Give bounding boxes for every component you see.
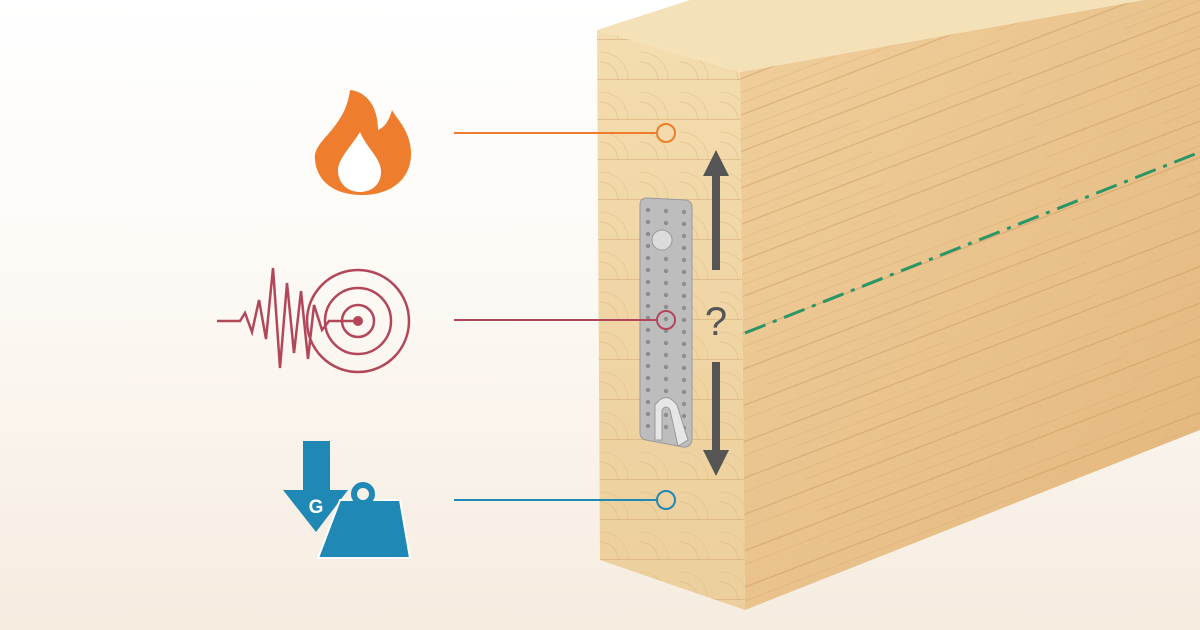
- plate-hole: [645, 219, 651, 225]
- plate-hole: [681, 353, 687, 359]
- hook: [654, 397, 689, 447]
- plate-hole: [681, 329, 687, 335]
- plate-hole: [681, 341, 687, 347]
- plate-hole: [645, 291, 651, 297]
- plate-hole: [645, 279, 651, 285]
- plate-hole: [663, 208, 669, 214]
- plate-hole: [645, 351, 651, 357]
- bolt-head: [651, 229, 673, 251]
- plate-hole: [681, 317, 687, 323]
- plate-hole: [663, 388, 669, 394]
- gravity-letter: G: [309, 497, 324, 518]
- plate-hole: [663, 256, 669, 262]
- plate-hole: [663, 412, 669, 418]
- plate-hole: [645, 327, 651, 333]
- fire-icon: [314, 90, 412, 195]
- plate-hole: [645, 399, 651, 405]
- plate-hole: [681, 221, 687, 227]
- plate-hole: [645, 255, 651, 261]
- centerline-dash-dot: [744, 150, 1200, 335]
- plate-hole: [663, 316, 669, 322]
- plate-hole: [681, 401, 687, 407]
- plate-hole: [681, 377, 687, 383]
- plate-hole: [681, 389, 687, 395]
- gravity-load-icon: G: [283, 441, 412, 559]
- plate-hole: [681, 209, 687, 215]
- plate-hole: [645, 387, 651, 393]
- plate-hole: [681, 413, 687, 419]
- plate-hole: [663, 424, 669, 430]
- question-mark: ?: [705, 300, 727, 344]
- plate-hole: [663, 220, 669, 226]
- plate-hole: [645, 303, 651, 309]
- earthquake-icon: [217, 267, 411, 374]
- plate-hole: [681, 233, 687, 239]
- fire-callout: [454, 123, 676, 143]
- plate-hole: [645, 375, 651, 381]
- plate-hole: [645, 267, 651, 273]
- plate-hole: [645, 363, 651, 369]
- seismic-callout: [454, 310, 676, 330]
- plate-hole: [681, 281, 687, 287]
- plate-hole: [663, 304, 669, 310]
- plate-hole: [663, 280, 669, 286]
- gravity-callout: [454, 490, 676, 510]
- plate-hole: [681, 245, 687, 251]
- plate-hole: [663, 352, 669, 358]
- plate-hole: [681, 305, 687, 311]
- plate-hole: [681, 257, 687, 263]
- plate-hole: [681, 269, 687, 275]
- plate-hole: [645, 411, 651, 417]
- plate-hole: [645, 339, 651, 345]
- plate-hole: [663, 376, 669, 382]
- vertical-movement-arrows: [703, 150, 729, 476]
- plate-hole: [645, 231, 651, 237]
- plate-hole: [681, 365, 687, 371]
- plate-hole: [663, 268, 669, 274]
- plate-hole: [645, 423, 651, 429]
- plate-hole: [681, 293, 687, 299]
- plate-hole: [663, 292, 669, 298]
- plate-hole: [663, 364, 669, 370]
- plate-hole: [645, 243, 651, 249]
- steel-connector-plate: [639, 197, 693, 448]
- plate-hole: [645, 207, 651, 213]
- plate-hole: [663, 340, 669, 346]
